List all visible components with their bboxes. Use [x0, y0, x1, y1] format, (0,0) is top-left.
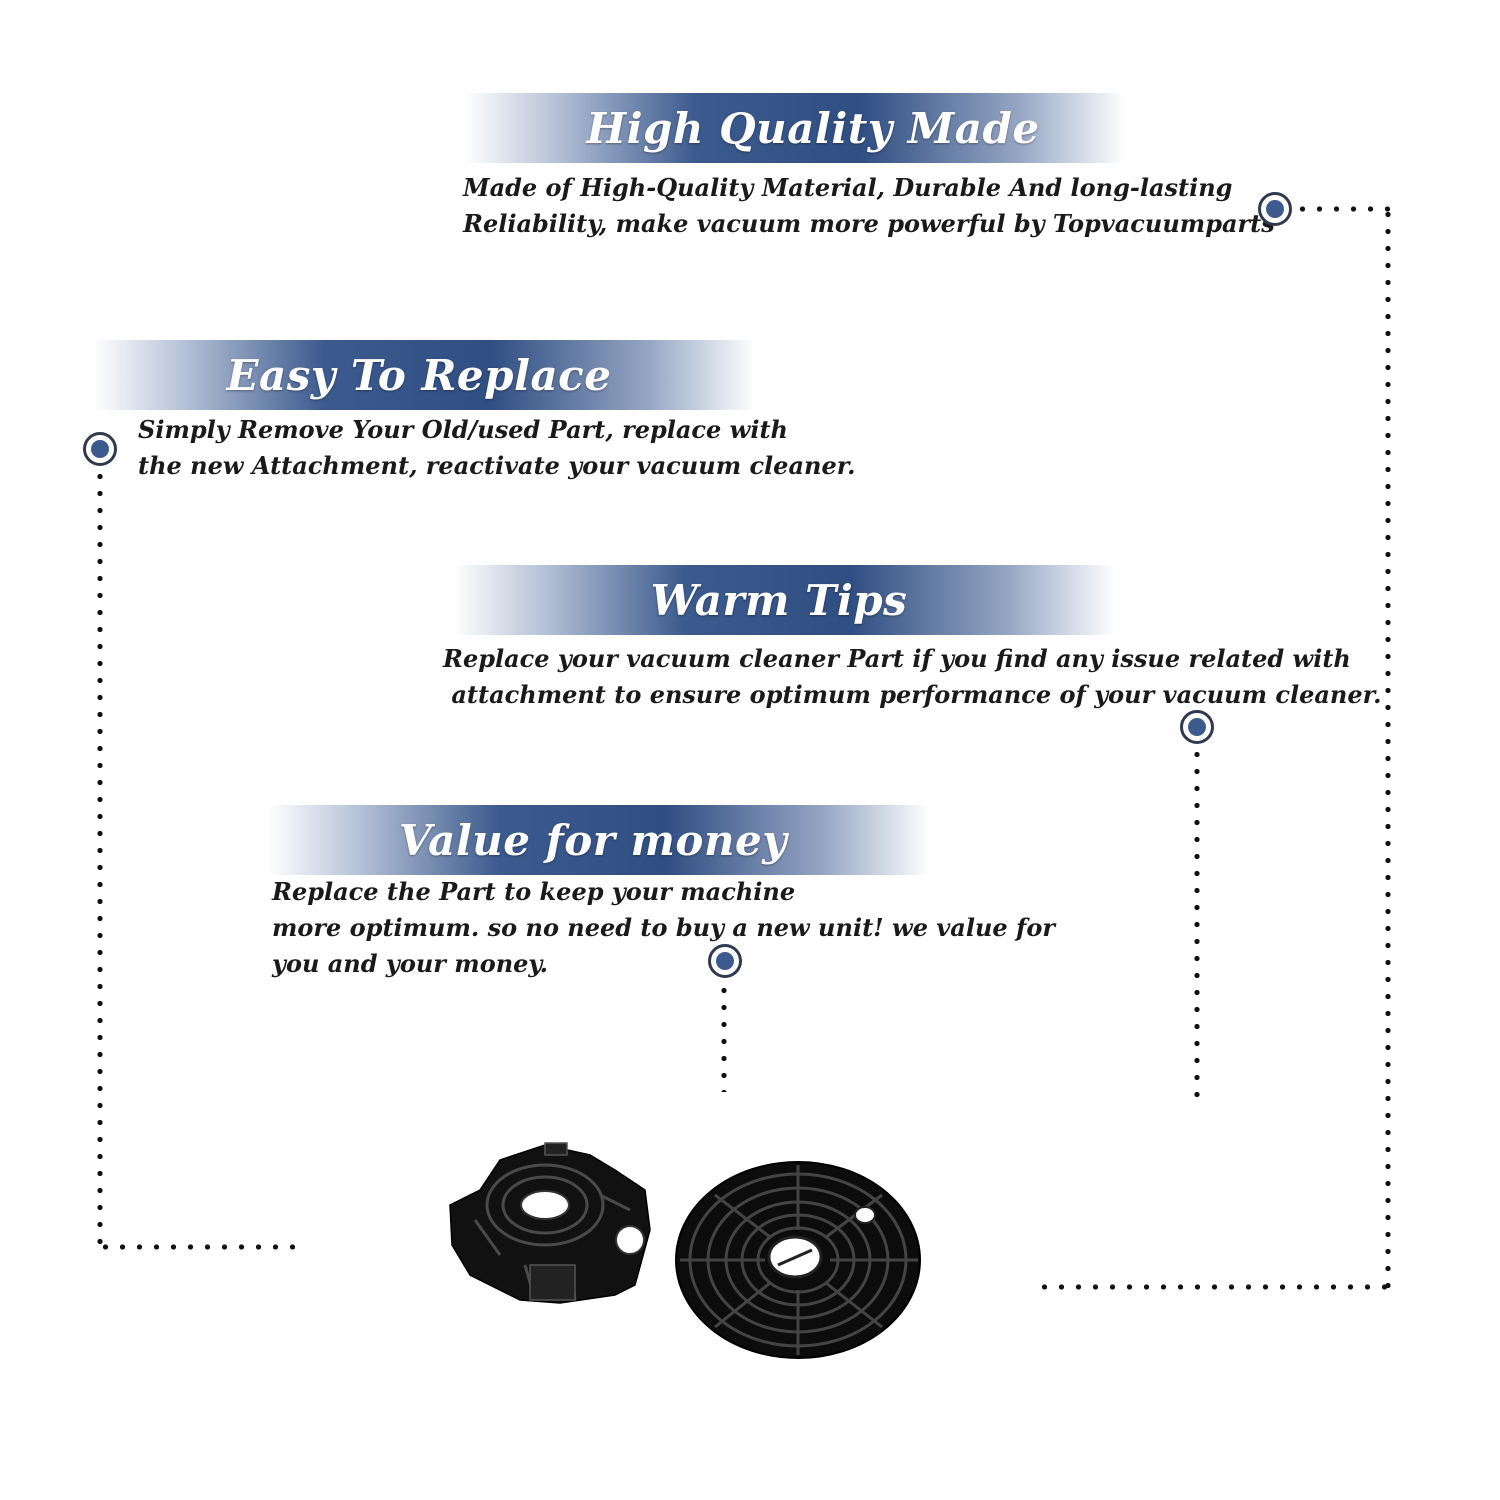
banner-easy-to-replace: Easy To Replace: [93, 340, 755, 410]
banner-high-quality: High Quality Made: [465, 93, 1125, 163]
description-line: attachment to ensure optimum performance…: [443, 680, 1382, 709]
dotted-connector: [1194, 746, 1200, 1108]
target-dot-icon: [1180, 710, 1214, 744]
dotted-connector: [1294, 206, 1390, 212]
banner-value-for-money: Value for money: [268, 805, 930, 875]
dotted-connector: [1385, 206, 1391, 1291]
target-dot-icon: [1258, 192, 1292, 226]
dotted-connector: [1036, 1284, 1391, 1290]
feature-description-easy-to-replace: Simply Remove Your Old/used Part, replac…: [138, 412, 856, 484]
banner-title: Warm Tips: [650, 575, 908, 625]
dotted-connector: [721, 982, 727, 1092]
target-dot-icon: [708, 944, 742, 978]
description-line: Replace the Part to keep your machine: [272, 877, 796, 906]
dotted-connector: [97, 468, 103, 1250]
banner-warm-tips: Warm Tips: [453, 565, 1115, 635]
description-line: Replace your vacuum cleaner Part if you …: [443, 644, 1351, 673]
description-line: the new Attachment, reactivate your vacu…: [138, 451, 856, 480]
round-grille-filter-cover: [675, 1161, 921, 1359]
motor-housing-bracket: [449, 1142, 651, 1304]
description-line: more optimum. so no need to buy a new un…: [272, 913, 1055, 942]
banner-title: Easy To Replace: [226, 350, 612, 400]
description-line: Made of High-Quality Material, Durable A…: [463, 173, 1233, 202]
dotted-connector: [97, 1244, 301, 1250]
description-line: you and your money.: [272, 949, 548, 978]
banner-title: Value for money: [398, 815, 788, 865]
feature-description-high-quality: Made of High-Quality Material, Durable A…: [463, 170, 1275, 242]
feature-description-warm-tips: Replace your vacuum cleaner Part if you …: [443, 641, 1381, 713]
banner-title: High Quality Made: [586, 103, 1040, 153]
description-line: Simply Remove Your Old/used Part, replac…: [138, 415, 788, 444]
target-dot-icon: [83, 432, 117, 466]
description-line: Reliability, make vacuum more powerful b…: [463, 209, 1275, 238]
feature-description-value-for-money: Replace the Part to keep your machine mo…: [272, 874, 1055, 982]
